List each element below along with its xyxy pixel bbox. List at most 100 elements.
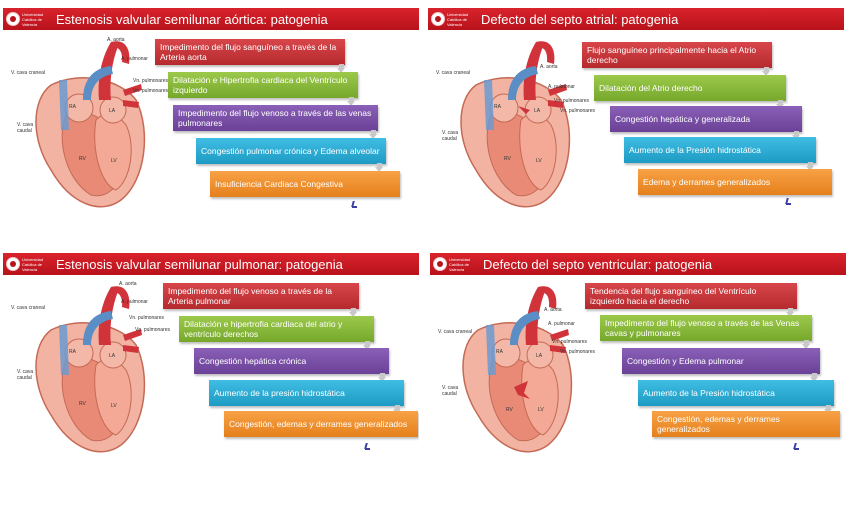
label-vcava: V. cava — [442, 385, 458, 391]
label-rv: RV — [79, 156, 87, 162]
label-vn-pulmonares-2: Vn. pulmonares — [135, 327, 171, 333]
logo-text: Universidad Católica de Valencia — [22, 11, 44, 27]
heart-illustration: A. aorta A. pulmonar Vn. pulmonares Vn. … — [11, 281, 171, 453]
slide-title: Estenosis valvular semilunar pulmonar: p… — [56, 256, 343, 272]
step-5: Edema y derrames generalizados — [638, 169, 832, 195]
slide-title: Estenosis valvular semilunar aórtica: pa… — [56, 11, 328, 27]
university-seal-icon — [431, 12, 445, 26]
university-seal-icon — [433, 257, 447, 271]
cursor-icon — [350, 201, 357, 208]
label-pulmonar: A. pulmonar — [548, 84, 575, 90]
label-la: LA — [536, 353, 543, 359]
label-caudal: caudal — [442, 391, 457, 397]
logo-text: Universidad Católica de Valencia — [22, 256, 44, 272]
step-5: Congestión, edemas y derrames generaliza… — [652, 411, 840, 437]
label-vcava: V. cava — [442, 130, 458, 136]
arrow-down-icon — [347, 97, 356, 106]
slide-title: Defecto del septo atrial: patogenia — [481, 11, 679, 27]
heart-diagram: A. aorta A. pulmonar Vn. pulmonares Vn. … — [11, 30, 171, 220]
step-2: Impedimento del flujo venoso a través de… — [600, 315, 812, 341]
label-vn-pulmonares-1: Vn. pulmonares — [552, 339, 588, 345]
label-lv: LV — [111, 403, 117, 409]
step-3: Congestión y Edema pulmonar — [622, 348, 820, 374]
step-3: Congestión hepática y generalizada — [610, 106, 802, 132]
arrow-down-icon — [337, 64, 346, 73]
label-pulmonar: A. pulmonar — [121, 56, 148, 62]
step-2: Dilatación e Hipertrofia cardiaca del Ve… — [168, 72, 358, 98]
label-vn-pulmonares-2: Vn. pulmonares — [133, 88, 169, 94]
slide-header: Universidad Católica de Valencia Estenos… — [3, 8, 419, 30]
arrow-down-icon — [802, 340, 811, 349]
heart-illustration: A. aorta A. pulmonar Vn. pulmonares Vn. … — [438, 286, 596, 453]
label-vn-pulmonares-2: Vn. pulmonares — [560, 349, 596, 355]
label-la: LA — [109, 108, 116, 114]
label-ra: RA — [496, 349, 504, 355]
label-vcava: V. cava — [17, 369, 33, 375]
label-ra: RA — [494, 104, 502, 110]
university-logo: Universidad Católica de Valencia — [433, 255, 477, 273]
step-4: Aumento de la presión hidrostática — [209, 380, 404, 406]
heart-illustration: A. aorta A. pulmonar Vn. pulmonares Vn. … — [436, 41, 596, 208]
label-vcava-craneal: V. cava craneal — [11, 70, 45, 76]
slide-pulmonary-stenosis: Universidad Católica de Valencia Estenos… — [3, 253, 419, 468]
slide-header: Universidad Católica de Valencia Defecto… — [428, 8, 844, 30]
label-rv: RV — [79, 401, 87, 407]
step-5: Insuficiencia Cardiaca Congestiva — [210, 171, 400, 197]
heart-diagram: A. aorta A. pulmonar Vn. pulmonares Vn. … — [436, 30, 596, 220]
cursor-icon — [784, 198, 791, 205]
slide-title: Defecto del septo ventricular: patogenia — [483, 256, 713, 272]
step-1: Impedimento del flujo sanguíneo a través… — [155, 39, 345, 65]
arrow-down-icon — [806, 162, 815, 171]
university-logo: Universidad Católica de Valencia — [431, 10, 475, 28]
label-lv: LV — [538, 407, 544, 413]
label-aorta: A. aorta — [540, 64, 558, 70]
label-vcava-craneal: V. cava craneal — [438, 329, 472, 335]
step-5: Congestión, edemas y derrames generaliza… — [224, 411, 418, 437]
label-rv: RV — [506, 407, 514, 413]
step-3: Impedimento del flujo venoso a través de… — [173, 105, 378, 131]
university-seal-icon — [6, 12, 20, 26]
label-vn-pulmonares-2: Vn. pulmonares — [560, 108, 596, 114]
label-ra: RA — [69, 349, 77, 355]
label-caudal: caudal — [17, 128, 32, 134]
university-logo: Universidad Católica de Valencia — [6, 255, 50, 273]
cursor-icon — [792, 443, 799, 450]
label-ra: RA — [69, 104, 77, 110]
label-rv: RV — [504, 156, 512, 162]
arrow-down-icon — [762, 67, 771, 76]
step-2: Dilatación del Atrio derecho — [594, 75, 786, 101]
label-la: LA — [534, 108, 541, 114]
cursor-icon — [363, 443, 370, 450]
label-vn-pulmonares-1: Vn. pulmonares — [554, 98, 590, 104]
label-aorta: A. aorta — [119, 281, 137, 287]
label-la: LA — [109, 353, 116, 359]
label-lv: LV — [111, 158, 117, 164]
label-caudal: caudal — [17, 375, 32, 381]
university-logo: Universidad Católica de Valencia — [6, 10, 50, 28]
slide-ventricular-septal-defect: Universidad Católica de Valencia Defecto… — [430, 253, 846, 468]
slide-header: Universidad Católica de Valencia Defecto… — [430, 253, 846, 275]
label-aorta: A. aorta — [107, 37, 125, 43]
step-1: Impedimento del flujo venoso a través de… — [163, 283, 359, 309]
university-seal-icon — [6, 257, 20, 271]
heart-diagram: A. aorta A. pulmonar Vn. pulmonares Vn. … — [438, 275, 598, 465]
step-2: Dilatación e hipertrofia cardiaca del at… — [179, 316, 374, 342]
arrow-down-icon — [369, 130, 378, 139]
arrow-down-icon — [810, 373, 819, 382]
label-vcava-craneal: V. cava craneal — [11, 305, 45, 311]
arrow-down-icon — [349, 308, 358, 317]
label-vn-pulmonares-1: Vn. pulmonares — [129, 315, 165, 321]
step-1: Flujo sanguíneo principalmente hacia el … — [582, 42, 772, 68]
step-3: Congestión hepática crónica — [194, 348, 389, 374]
heart-illustration: A. aorta A. pulmonar Vn. pulmonares Vn. … — [11, 37, 169, 208]
arrow-down-icon — [375, 163, 384, 172]
step-4: Aumento de la Presión hidrostática — [638, 380, 834, 406]
arrow-down-icon — [363, 341, 372, 350]
label-vcava-craneal: V. cava craneal — [436, 70, 470, 76]
label-lv: LV — [536, 158, 542, 164]
slide-atrial-septal-defect: Universidad Católica de Valencia Defecto… — [428, 8, 844, 223]
label-caudal: caudal — [442, 136, 457, 142]
step-4: Aumento de la Presión hidrostática — [624, 137, 816, 163]
arrow-down-icon — [378, 373, 387, 382]
label-vcava: V. cava — [17, 122, 33, 128]
